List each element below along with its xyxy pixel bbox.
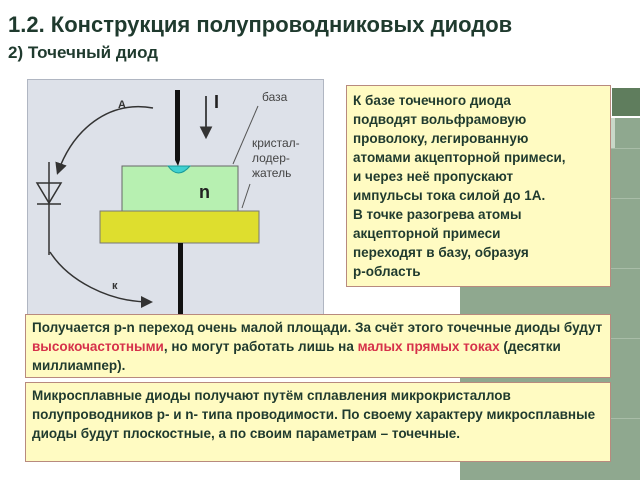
point-diode-diagram: А к I база кристал- лодер- жатель n [27,79,324,318]
holder-pointer [241,183,251,209]
label-base: база [262,90,288,104]
label-n-region: n [199,182,210,202]
box2-text-3: (десятки миллиампер). [32,339,561,373]
info-box-point-diode: К базе точечного диода подводят вольфрам… [346,85,611,287]
tungsten-wire [175,90,180,160]
label-cathode: к [112,280,118,292]
base-pointer [232,105,259,165]
arrow-cathode-curve [49,251,153,308]
info-box-microalloy: Микросплавные диоды получают путём сплав… [25,382,611,462]
diagram-graphics [35,90,260,318]
diode-symbol-triangle [35,182,63,205]
label-crystal-holder: кристал- лодер- жатель [252,136,300,180]
box2-text-2: , но могут работать лишь на [163,339,358,354]
box2-highlight-low-current: малых прямых токах [357,339,500,354]
page-subtitle: 2) Точечный диод [8,43,159,62]
page-title: 1.2. Конструкция полупроводниковых диодо… [8,12,513,37]
box2-highlight-high-frequency: высокочастотными [32,339,164,354]
p-region [167,165,192,174]
decor-dark-square [612,88,640,116]
label-anode: А [118,99,126,111]
bottom-lead [178,243,183,318]
crystal-n-block [121,165,239,213]
box2-text-1: Получается р-n переход очень малой площа… [32,320,603,335]
crystal-holder [99,210,260,244]
arrow-anode-curve [55,106,154,175]
info-box-pn-junction: Получается р-n переход очень малой площа… [25,314,611,378]
label-current: I [214,92,220,112]
